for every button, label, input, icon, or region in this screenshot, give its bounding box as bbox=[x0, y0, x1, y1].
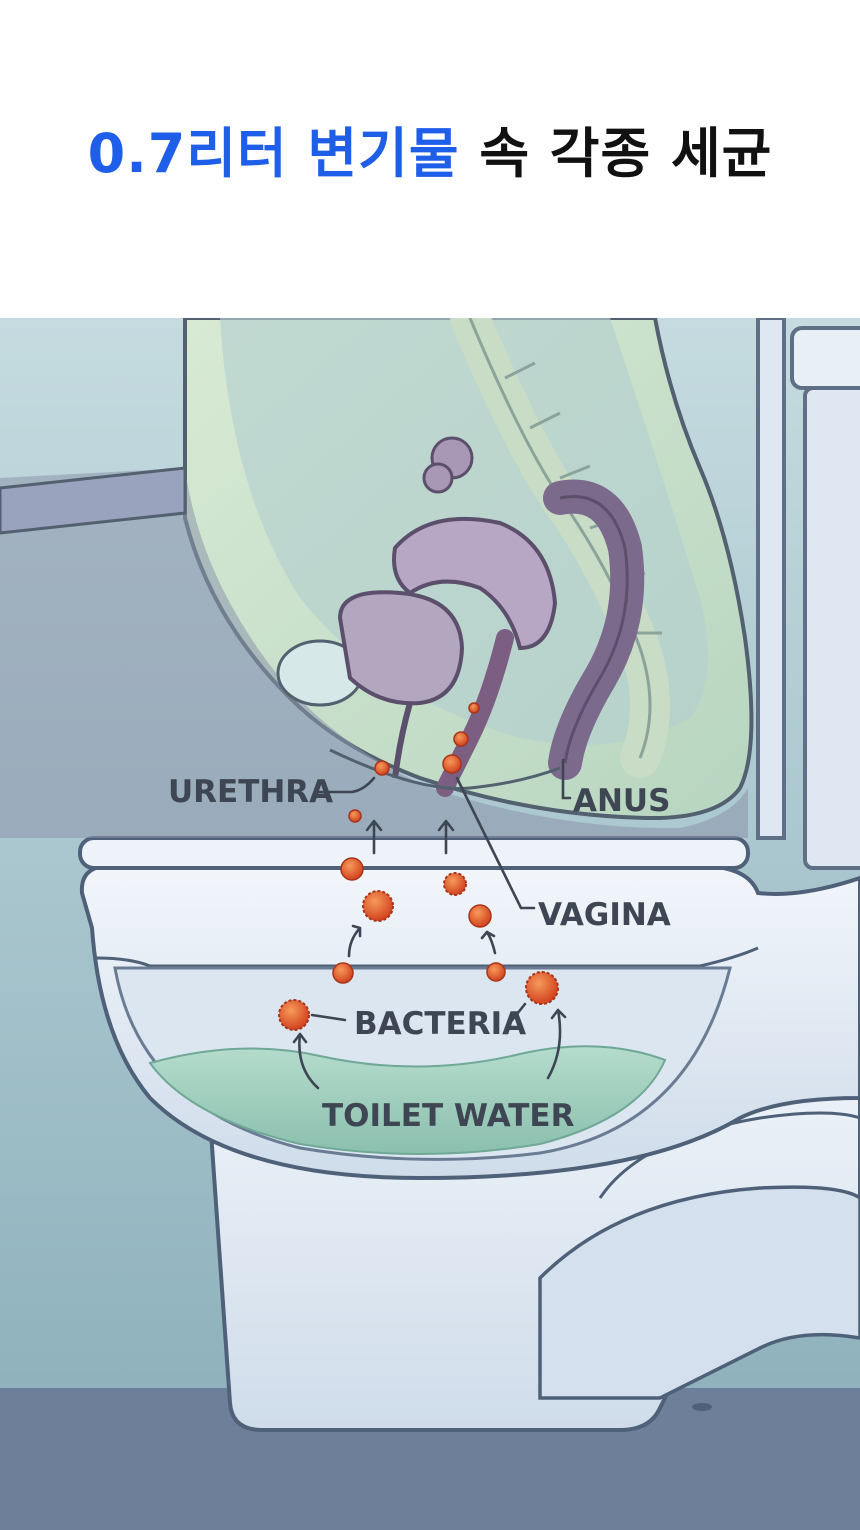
label-vagina: VAGINA bbox=[538, 897, 671, 933]
spiky-bacteria bbox=[278, 872, 559, 1031]
spiky-bacterium bbox=[278, 999, 310, 1031]
bacterium bbox=[442, 754, 462, 774]
urethra-leader bbox=[316, 776, 376, 794]
label-anus: ANUS bbox=[573, 783, 670, 819]
upward-arrows bbox=[292, 819, 567, 1090]
title-highlight: 0.7리터 변기물 bbox=[87, 122, 460, 186]
label-bacteria: BACTERIA bbox=[354, 1006, 526, 1042]
bacterium bbox=[453, 731, 469, 747]
toilet-bowl bbox=[79, 864, 860, 1181]
pelvis-cross-section bbox=[0, 318, 754, 838]
label-urethra: URETHRA bbox=[168, 774, 333, 810]
bacterium bbox=[468, 702, 480, 714]
toilet-water-surface bbox=[148, 1045, 667, 1155]
bacterium bbox=[332, 962, 354, 984]
spiky-bacterium bbox=[525, 971, 559, 1005]
toilet-bacteria-illustration: URETHRA ANUS VAGINA BACTERIA TOILET WATE… bbox=[0, 318, 860, 1530]
vagina-leader bbox=[455, 776, 536, 910]
title-rest: 속 각종 세균 bbox=[459, 122, 773, 186]
bacterium bbox=[374, 760, 390, 776]
spiky-bacterium bbox=[362, 890, 394, 922]
bacteria-particles bbox=[332, 702, 506, 984]
toilet-tank bbox=[756, 318, 860, 870]
bacterium bbox=[340, 857, 364, 881]
anus-leader bbox=[561, 758, 572, 800]
toilet-seat bbox=[78, 836, 750, 870]
bacterium bbox=[348, 809, 362, 823]
spiky-bacterium bbox=[443, 872, 467, 896]
label-toilet-water: TOILET WATER bbox=[322, 1098, 575, 1134]
page-title: 0.7리터 변기물 속 각종 세균 bbox=[0, 114, 860, 194]
bacterium bbox=[468, 904, 492, 928]
bacteria-leader-right bbox=[507, 1002, 527, 1026]
bacteria-leader-left bbox=[310, 1013, 347, 1022]
bacterium bbox=[486, 962, 506, 982]
